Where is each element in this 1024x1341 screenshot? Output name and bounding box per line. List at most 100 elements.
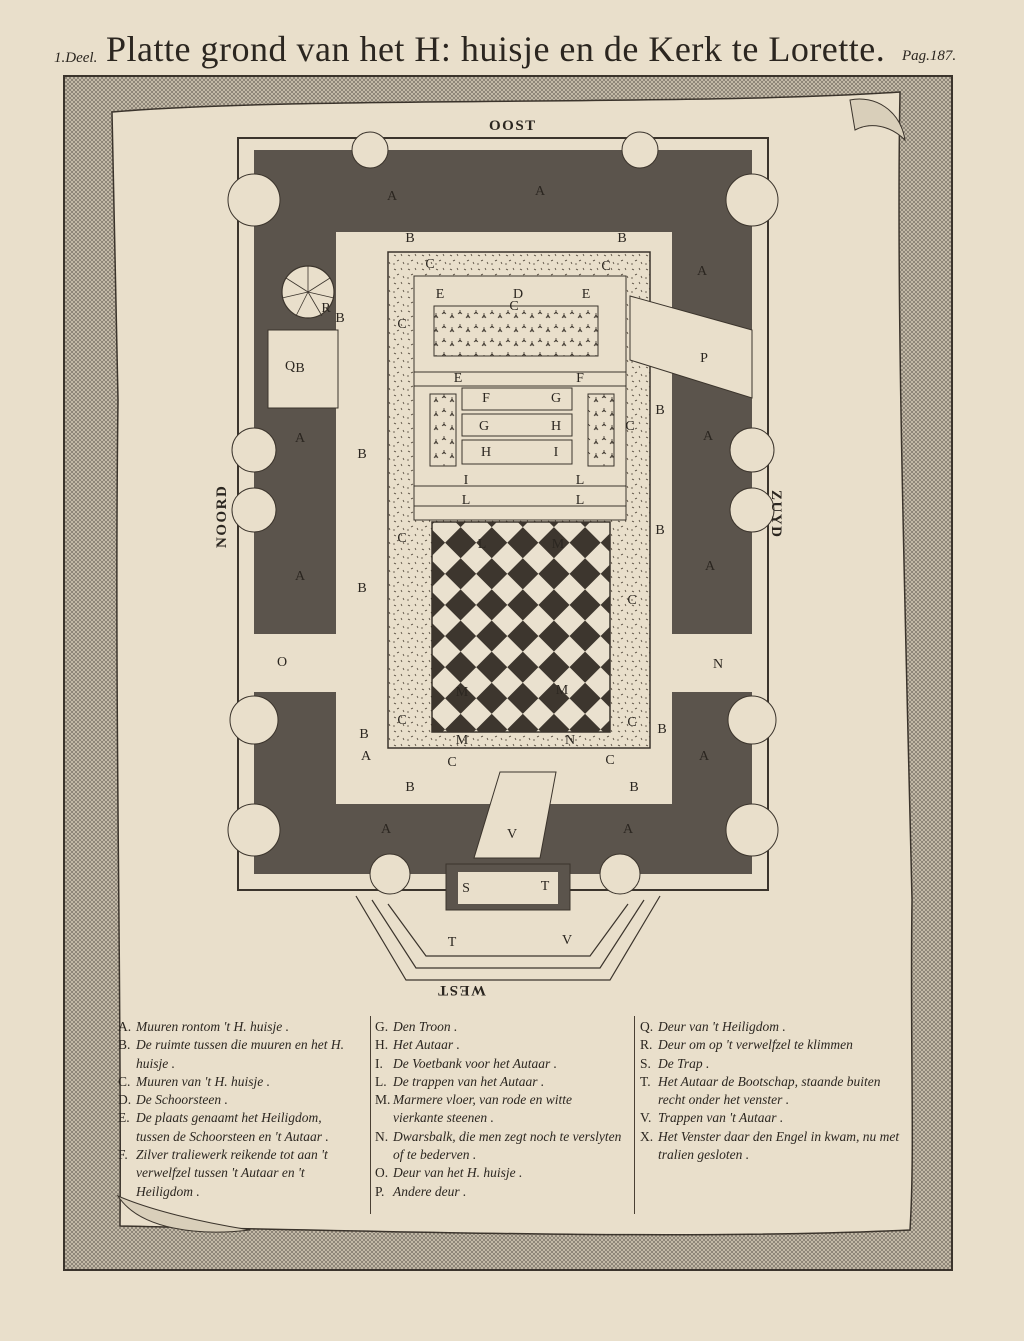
- altar-side-left: [429, 393, 457, 467]
- plan-label: P: [700, 351, 708, 366]
- legend-key: F.: [118, 1147, 128, 1163]
- wall-niches: [227, 131, 779, 895]
- compass-west: WEST: [437, 982, 486, 998]
- plan-label: A: [705, 559, 716, 574]
- legend-key: E.: [118, 1110, 130, 1126]
- plan-label: R: [321, 301, 331, 316]
- plan-label: E: [582, 287, 591, 302]
- legend-key: B.: [118, 1037, 131, 1053]
- door-south: [670, 634, 754, 692]
- plan-label: C: [425, 257, 434, 272]
- legend-item: X.Het Venster daar den Engel in kwam, nu…: [640, 1128, 910, 1165]
- plan-label: L: [576, 493, 585, 508]
- legend-key: A.: [118, 1019, 132, 1034]
- plan-label: N: [713, 657, 723, 672]
- plan-label: V: [507, 827, 517, 842]
- altar-steps-outer: [355, 895, 661, 981]
- plan-label: M: [556, 683, 569, 698]
- plan-label: E: [454, 371, 463, 386]
- legend-text: Deur van 't Heiligdom .: [658, 1019, 786, 1034]
- plan-label: B: [405, 780, 414, 795]
- door-north: [254, 634, 338, 692]
- legend-column-1: A.Muuren rontom 't H. huisje .B.De ruimt…: [118, 1018, 358, 1201]
- legend-key: H.: [375, 1037, 389, 1053]
- footstool: [461, 439, 573, 465]
- legend-text: Dwarsbalk, die men zegt noch te verslyte…: [393, 1128, 622, 1163]
- door-sanctuary: [629, 295, 753, 399]
- angel-window: [473, 771, 557, 859]
- plan-label: A: [623, 822, 634, 837]
- page-title: Platte grond van het H: huisje en de Ker…: [106, 29, 886, 69]
- header: 1.Deel. Platte grond van het H: huisje e…: [0, 0, 1024, 80]
- plan-label: A: [361, 749, 372, 764]
- plan-label: C: [601, 259, 610, 274]
- silver-grille: [413, 371, 627, 387]
- plan-label: T: [448, 935, 457, 950]
- scroll-curl-top: [849, 98, 906, 142]
- legend-key: Q.: [640, 1019, 654, 1034]
- plan-label: M: [456, 733, 469, 748]
- plan-label: B: [295, 361, 304, 376]
- compass-south: ZUYD: [768, 490, 784, 539]
- plan-label: N: [565, 733, 575, 748]
- legend-key: C.: [118, 1073, 131, 1089]
- legend-item: G.Den Troon .: [375, 1018, 625, 1036]
- plan-label: B: [359, 727, 368, 742]
- plan-label: C: [447, 755, 456, 770]
- legend-text: Het Autaar de Bootschap, staande buiten …: [658, 1073, 881, 1108]
- legend-text: Den Troon .: [393, 1019, 458, 1034]
- legend-item: F.Zilver traliewerk reikende tot aan 't …: [118, 1146, 358, 1201]
- plan-label: A: [381, 822, 392, 837]
- plan-label: A: [697, 264, 708, 279]
- plan-label: Q: [285, 359, 295, 374]
- plan-label: B: [357, 447, 366, 462]
- legend-item: L. De trappen van het Autaar .: [375, 1073, 625, 1091]
- legend-text: De Trap .: [658, 1055, 710, 1071]
- throne: [461, 387, 573, 411]
- plan-label: S: [462, 881, 470, 896]
- legend-key: R.: [640, 1037, 653, 1053]
- plan-label: B: [357, 581, 366, 596]
- legend-item: T. Het Autaar de Bootschap, staande buite…: [640, 1073, 910, 1110]
- legend-text: Muuren van 't H. huisje .: [136, 1073, 270, 1089]
- legend-divider-2: [634, 1016, 635, 1214]
- legend: A.Muuren rontom 't H. huisje .B.De ruimt…: [118, 1018, 908, 1218]
- altar-side-right: [587, 393, 615, 467]
- legend-item: N.Dwarsbalk, die men zegt noch te versly…: [375, 1128, 625, 1165]
- plan-label: A: [699, 749, 710, 764]
- legend-text: Andere deur .: [393, 1183, 467, 1199]
- legend-item: H.Het Autaar .: [375, 1036, 625, 1054]
- plan-label: B: [629, 780, 638, 795]
- legend-key: L.: [375, 1073, 387, 1089]
- plan-label: B: [405, 231, 414, 246]
- plan-label: M: [456, 685, 469, 700]
- plan-label: A: [703, 429, 714, 444]
- legend-text: De trappen van het Autaar .: [393, 1073, 545, 1089]
- plan-label: F: [576, 371, 584, 386]
- page-number: Pag.187.: [902, 48, 957, 64]
- legend-text: De ruimte tussen die muuren en het H. hu…: [136, 1037, 344, 1071]
- plan-label: C: [397, 317, 406, 332]
- plan-label: L: [462, 493, 471, 508]
- plan-label: H: [481, 445, 491, 460]
- legend-item: D.De Schoorsteen .: [118, 1091, 358, 1109]
- plan-label: C: [605, 753, 614, 768]
- plan-label: A: [295, 431, 306, 446]
- legend-item: M.Marmere vloer, van rode en witte vierk…: [375, 1091, 625, 1128]
- legend-item: C. Muuren van 't H. huisje .: [118, 1073, 358, 1091]
- legend-text: Deur om op 't verwelfzel te klimmen: [658, 1037, 853, 1053]
- volume-label: 1.Deel.: [54, 50, 98, 66]
- legend-column-3: Q. Deur van 't Heiligdom . R. Deur om op 't…: [640, 1018, 910, 1164]
- compass-north: NOORD: [214, 485, 230, 548]
- plan-label: G: [551, 391, 561, 406]
- plan-label: A: [295, 569, 306, 584]
- plan-label: V: [562, 933, 572, 948]
- plan-label: B: [617, 231, 626, 246]
- plan-label: H: [551, 419, 561, 434]
- sanctuary-floor: [433, 305, 599, 357]
- plan-label: D: [513, 287, 523, 302]
- legend-key: T.: [640, 1073, 651, 1089]
- legend-item: E.De plaats genaamt het Heiligdom, tusse…: [118, 1109, 358, 1146]
